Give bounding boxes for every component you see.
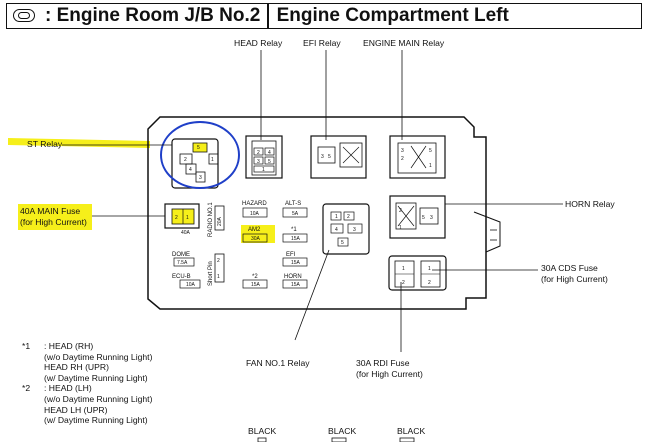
svg-text:30A: 30A — [251, 236, 261, 242]
engine-main-relay: 3 2 5 1 — [389, 135, 446, 179]
horn-relay: 2 5 3 1 — [389, 195, 446, 239]
svg-text:1: 1 — [399, 225, 402, 231]
fan-relay-label: FAN NO.1 Relay — [246, 358, 310, 368]
title-bar: : Engine Room J/B No.2 Engine Compartmen… — [6, 3, 642, 29]
svg-text:5: 5 — [422, 215, 425, 221]
main-fuse-label-1: 40A MAIN Fuse — [20, 206, 80, 216]
short-pin-label: Short Pin — [208, 261, 214, 286]
horn-relay-label: HORN Relay — [565, 199, 615, 209]
svg-text:3: 3 — [401, 148, 404, 154]
hazard-label: HAZARD — [242, 201, 267, 207]
svg-text:RADIO NO.1: RADIO NO.1 — [208, 202, 214, 237]
junction-block-outline — [147, 116, 487, 310]
main-fuse-label-2: (for High Current) — [20, 217, 87, 227]
rdi-fuse-label-1: 30A RDI Fuse — [356, 358, 410, 368]
efi-relay-label: EFI Relay — [303, 38, 341, 48]
svg-text:4: 4 — [268, 150, 271, 156]
junction-block-flange — [473, 211, 501, 253]
footnotes: *1 : HEAD (RH) (w/o Daytime Running Ligh… — [22, 341, 153, 426]
svg-text:1: 1 — [428, 266, 431, 272]
svg-text:5: 5 — [341, 240, 344, 246]
svg-text:1: 1 — [262, 167, 265, 173]
head-relay-label: HEAD Relay — [234, 38, 283, 48]
svg-text:1: 1 — [335, 214, 338, 220]
svg-text:10A: 10A — [186, 282, 196, 288]
radio-fuse: 20A RADIO NO.1 — [208, 202, 225, 237]
svg-text:2: 2 — [175, 215, 178, 221]
main-fuse-label-highlight — [18, 204, 92, 230]
svg-text:2: 2 — [402, 280, 405, 286]
rdi-fuse-label-2: (for High Current) — [356, 369, 423, 379]
svg-text:15A: 15A — [291, 236, 301, 242]
svg-text:2: 2 — [347, 214, 350, 220]
engine-main-relay-label: ENGINE MAIN Relay — [363, 38, 445, 48]
connector-label-2: BLACK — [328, 426, 356, 436]
fan-relay: 1 2 4 3 5 — [322, 203, 370, 255]
svg-text:15A: 15A — [291, 260, 301, 266]
alt-s-label: ALT-S — [285, 201, 301, 207]
plus2-label: *2 — [252, 274, 258, 280]
connector-label-3: BLACK — [397, 426, 425, 436]
svg-text:2: 2 — [184, 157, 187, 163]
st-relay-highlight — [8, 138, 150, 148]
svg-text:10A: 10A — [250, 211, 260, 217]
svg-text:1: 1 — [217, 274, 220, 280]
rdi-cds-fuse-block: 1 2 1 2 — [388, 255, 447, 291]
svg-text:1: 1 — [429, 163, 432, 169]
connector-label-1: BLACK — [248, 426, 276, 436]
page-subtitle: Engine Compartment Left — [276, 5, 509, 26]
svg-text:4: 4 — [335, 227, 338, 233]
horn-fuse-label: HORN — [284, 274, 302, 280]
efi-fuse-label: EFI — [286, 252, 296, 258]
am2-label: AM2 — [248, 227, 261, 233]
svg-text:7.5A: 7.5A — [177, 260, 188, 266]
svg-text:2: 2 — [399, 208, 402, 214]
svg-text:5: 5 — [328, 154, 331, 160]
svg-text:15A: 15A — [251, 282, 261, 288]
svg-text:2: 2 — [428, 280, 431, 286]
st-relay: 5 2 1 4 3 — [171, 138, 219, 189]
svg-text:4: 4 — [189, 167, 192, 173]
svg-text:1: 1 — [402, 266, 405, 272]
svg-text:3: 3 — [199, 175, 202, 181]
st-relay-label: ST Relay — [27, 139, 63, 149]
svg-text:3: 3 — [353, 227, 356, 233]
svg-text:3: 3 — [257, 159, 260, 165]
svg-text:5: 5 — [268, 159, 271, 165]
head-relay: 2 4 3 5 1 — [245, 135, 283, 179]
svg-text:20A: 20A — [217, 216, 223, 226]
junction-block-symbol-icon — [13, 8, 39, 24]
svg-text:3: 3 — [430, 215, 433, 221]
ecu-b-label: ECU-B — [172, 274, 191, 280]
svg-text:5: 5 — [429, 148, 432, 154]
st-relay-circle — [160, 121, 240, 189]
cds-fuse-label-2: (for High Current) — [541, 274, 608, 284]
plus1-label: *1 — [291, 227, 297, 233]
svg-text:1: 1 — [211, 157, 214, 163]
svg-text:1: 1 — [186, 215, 189, 221]
svg-text:2: 2 — [257, 150, 260, 156]
footnote-1: *1 : HEAD (RH) — [22, 341, 94, 351]
efi-relay: 3 5 — [310, 135, 367, 179]
dome-label: DOME — [172, 252, 190, 258]
page-title: : Engine Room J/B No.2 — [45, 5, 261, 26]
svg-text:3: 3 — [321, 154, 324, 160]
footnote-2: *2 : HEAD (LH) — [22, 383, 92, 394]
svg-text:2: 2 — [401, 156, 404, 162]
callout-leaders — [62, 50, 563, 352]
title-divider — [267, 3, 269, 29]
svg-text:2: 2 — [217, 258, 220, 264]
cds-fuse-label-1: 30A CDS Fuse — [541, 263, 598, 273]
svg-text:5A: 5A — [292, 211, 299, 217]
svg-text:15A: 15A — [291, 282, 301, 288]
svg-text:5: 5 — [197, 145, 200, 151]
